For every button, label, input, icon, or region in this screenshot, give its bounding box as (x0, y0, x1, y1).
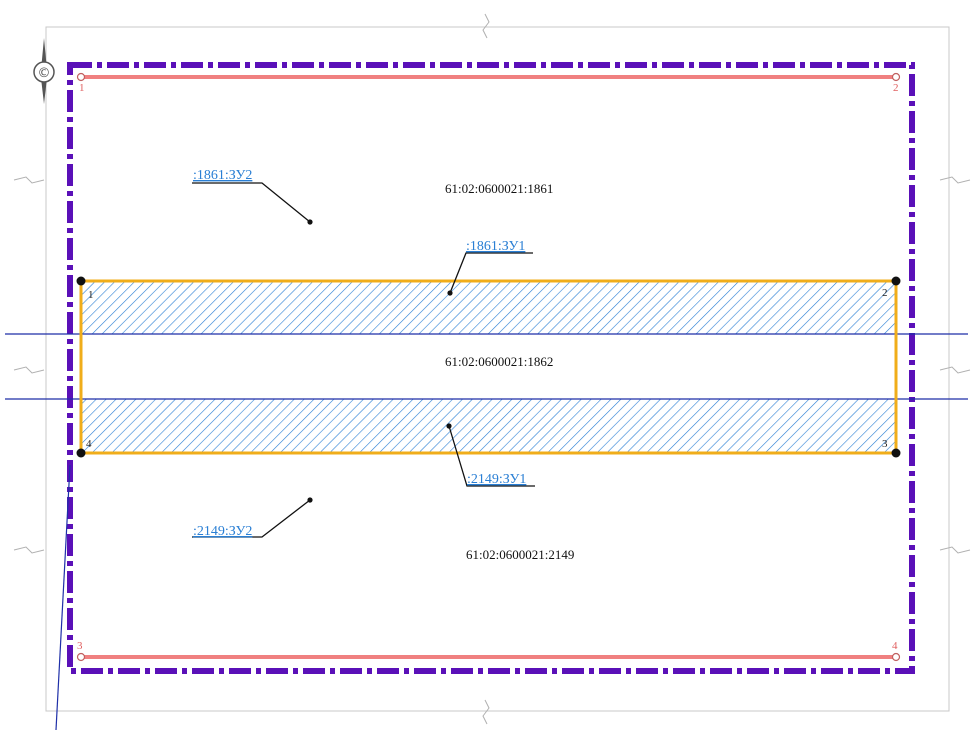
inner-point-1 (76, 276, 86, 286)
hatch-strip-north (81, 281, 896, 334)
inner-point-label-4: 4 (86, 438, 92, 450)
north-arrow-icon: © (33, 38, 55, 104)
inner-point-3 (891, 448, 901, 458)
anchor-s-zu2 (307, 497, 313, 503)
compass-glyph: © (38, 66, 51, 81)
sheet-frame (45, 26, 950, 712)
plot-outline (79, 279, 898, 455)
leader-lines (192, 182, 535, 538)
hatch-strip-south (81, 399, 896, 453)
outer-point-3 (76, 652, 86, 662)
leader-n-zu1 (449, 252, 533, 294)
anchor-n-zu1 (447, 290, 453, 296)
outer-point-2 (891, 72, 901, 82)
outer-point-label-3: 3 (77, 640, 83, 652)
leader-n-zu2 (192, 182, 311, 223)
leader-anchors (307, 219, 453, 503)
outer-point-label-2: 2 (893, 82, 899, 94)
plot-link-n-zu1[interactable]: :1861:ЗУ1 (466, 239, 525, 254)
parcel-label-north: 61:02:0600021:1861 (445, 181, 553, 196)
frame-break-ticks (13, 13, 971, 725)
outer-point-label-1: 1 (79, 82, 85, 94)
parcel-divider-lines (5, 333, 968, 731)
inner-point-4 (76, 448, 86, 458)
survey-line (55, 464, 71, 731)
inner-point-label-1: 1 (88, 289, 94, 301)
outer-point-4 (891, 652, 901, 662)
anchor-n-zu2 (307, 219, 313, 225)
block-boundary (67, 62, 915, 674)
inner-points (76, 276, 901, 458)
parcel-label-middle: 61:02:0600021:1862 (445, 354, 553, 369)
outer-point-1 (76, 72, 86, 82)
anchor-s-zu1 (446, 423, 452, 429)
plot-link-s-zu1[interactable]: :2149:ЗУ1 (467, 472, 526, 487)
parcel-label-south: 61:02:0600021:2149 (466, 547, 574, 562)
leader-s-zu1 (448, 425, 535, 487)
outer-point-label-4: 4 (892, 640, 898, 652)
plot-link-n-zu2[interactable]: :1861:ЗУ2 (193, 168, 252, 183)
inner-point-label-3: 3 (882, 438, 888, 450)
inner-point-label-2: 2 (882, 287, 888, 299)
plot-link-s-zu2[interactable]: :2149:ЗУ2 (193, 524, 252, 539)
leader-s-zu2 (192, 499, 311, 538)
outer-edges: 1 2 3 4 (76, 72, 901, 662)
inner-point-2 (891, 276, 901, 286)
